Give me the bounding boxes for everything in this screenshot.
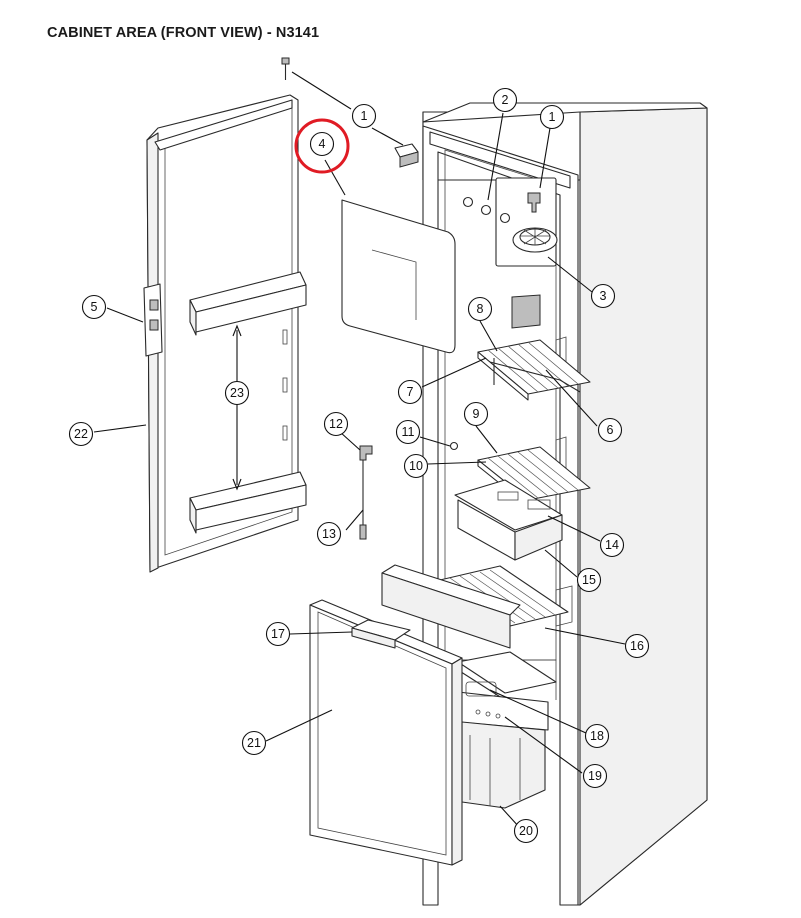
callout-1a: 1 bbox=[351, 103, 377, 129]
callout-3: 3 bbox=[590, 283, 616, 309]
svg-text:22: 22 bbox=[74, 427, 88, 441]
callout-21: 21 bbox=[241, 730, 267, 756]
svg-text:9: 9 bbox=[473, 407, 480, 421]
callout-9: 9 bbox=[463, 401, 489, 427]
callout-19: 19 bbox=[582, 763, 608, 789]
svg-text:18: 18 bbox=[590, 729, 604, 743]
svg-text:15: 15 bbox=[582, 573, 596, 587]
callout-13: 13 bbox=[316, 521, 342, 547]
screw bbox=[281, 57, 290, 80]
svg-text:10: 10 bbox=[409, 459, 423, 473]
callout-17: 17 bbox=[265, 621, 291, 647]
svg-text:20: 20 bbox=[519, 824, 533, 838]
clip bbox=[394, 143, 419, 168]
svg-text:7: 7 bbox=[407, 385, 414, 399]
upper-shelf bbox=[477, 339, 591, 401]
callout-23: 23 bbox=[224, 380, 250, 406]
main-door bbox=[143, 94, 307, 573]
small-plug bbox=[449, 441, 459, 451]
svg-text:3: 3 bbox=[600, 289, 607, 303]
svg-text:17: 17 bbox=[271, 627, 285, 641]
callout-22: 22 bbox=[68, 421, 94, 447]
svg-text:6: 6 bbox=[607, 423, 614, 437]
svg-text:8: 8 bbox=[477, 302, 484, 316]
svg-text:16: 16 bbox=[630, 639, 644, 653]
highlight-ring bbox=[294, 118, 350, 174]
svg-text:2: 2 bbox=[502, 93, 509, 107]
callout-12: 12 bbox=[323, 411, 349, 437]
cabinet-body bbox=[422, 102, 708, 906]
callout-1b: 1 bbox=[539, 104, 565, 130]
callout-20: 20 bbox=[513, 818, 539, 844]
crisper-cover bbox=[454, 479, 563, 561]
svg-text:11: 11 bbox=[402, 425, 415, 439]
callout-6: 6 bbox=[597, 417, 623, 443]
sensor-assembly bbox=[359, 445, 373, 540]
leader-lines bbox=[93, 71, 626, 829]
svg-text:21: 21 bbox=[247, 736, 261, 750]
callout-14: 14 bbox=[599, 532, 625, 558]
freezer-drawer bbox=[457, 651, 557, 809]
svg-text:23: 23 bbox=[230, 386, 244, 400]
lower-shelf bbox=[381, 564, 569, 649]
callout-11: 11 bbox=[395, 419, 421, 445]
svg-text:1: 1 bbox=[549, 110, 556, 124]
callout-8: 8 bbox=[467, 296, 493, 322]
svg-text:4: 4 bbox=[319, 137, 326, 151]
svg-text:14: 14 bbox=[605, 538, 619, 552]
callout-5: 5 bbox=[81, 294, 107, 320]
callout-16: 16 bbox=[624, 633, 650, 659]
callout-2: 2 bbox=[492, 87, 518, 113]
callout-15: 15 bbox=[576, 567, 602, 593]
svg-text:19: 19 bbox=[588, 769, 602, 783]
freezer-door bbox=[309, 599, 463, 866]
svg-text:1: 1 bbox=[361, 109, 368, 123]
svg-text:13: 13 bbox=[322, 527, 336, 541]
callout-4: 4 bbox=[309, 131, 335, 157]
svg-text:5: 5 bbox=[91, 300, 98, 314]
callout-10: 10 bbox=[403, 453, 429, 479]
svg-text:12: 12 bbox=[329, 417, 343, 431]
page-title: CABINET AREA (FRONT VIEW) - N3141 bbox=[47, 25, 320, 41]
cover-panel bbox=[341, 199, 456, 354]
callout-18: 18 bbox=[584, 723, 610, 749]
callout-7: 7 bbox=[397, 379, 423, 405]
